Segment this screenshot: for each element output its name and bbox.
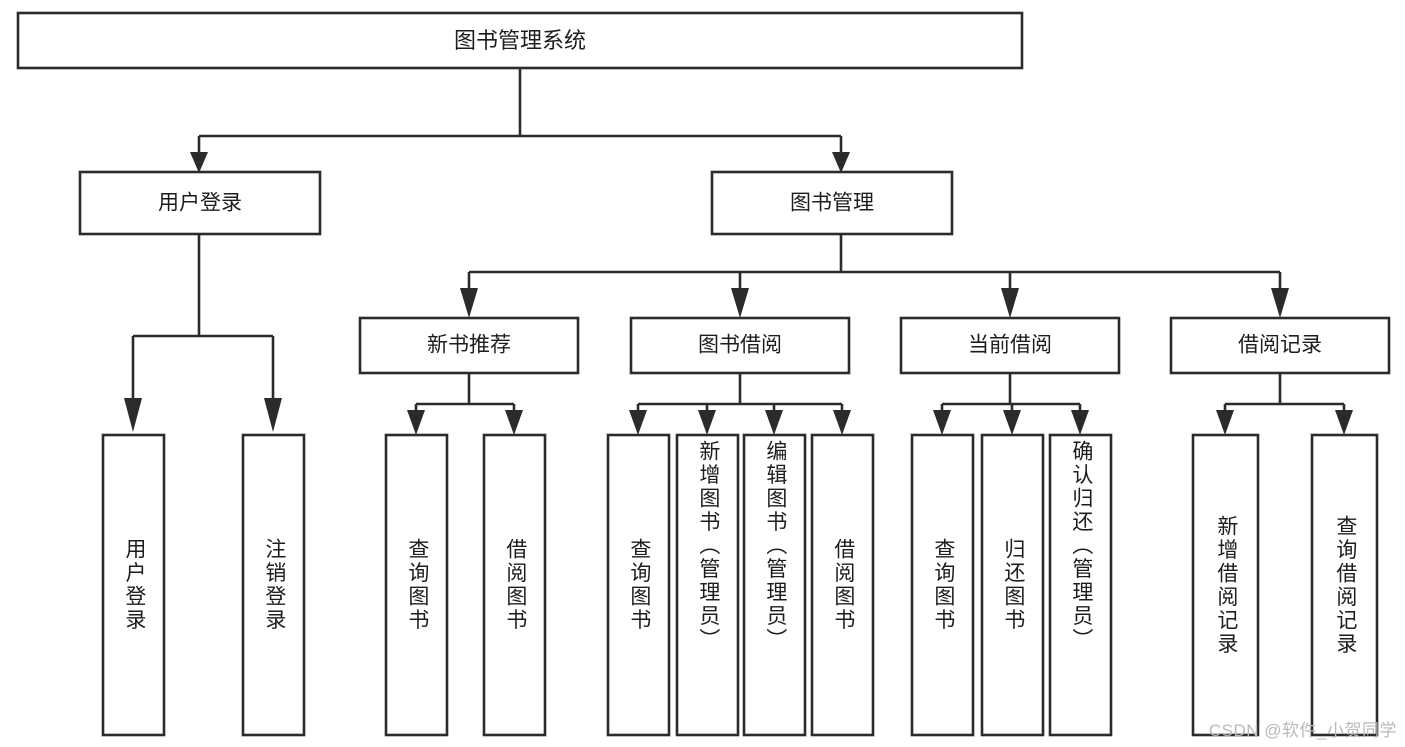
node-leaf-borrow-edit-box[interactable]	[742, 433, 807, 737]
node-new-book-rec[interactable]: 新书推荐	[358, 316, 580, 375]
node-borrow-record-box[interactable]	[1169, 316, 1391, 375]
arrowhead-leaf-current-return	[1003, 410, 1021, 435]
node-new-book-rec-box[interactable]	[358, 316, 580, 375]
node-leaf-user-logout-box[interactable]	[241, 433, 306, 737]
arrowhead-leaf-borrow-lend	[833, 410, 851, 435]
node-leaf-current-return-box[interactable]	[980, 433, 1045, 737]
node-user-login-label: 用户登录	[158, 192, 242, 215]
arrowhead-leaf-borrow-edit	[765, 410, 783, 435]
node-leaf-rec-query-box[interactable]	[384, 433, 449, 737]
arrowhead-leaf-user-logout	[264, 398, 282, 432]
node-leaf-current-query-box[interactable]	[910, 433, 975, 737]
arrowhead-borrow-record	[1271, 288, 1289, 318]
arrowhead-current-borrow	[1001, 288, 1019, 318]
node-leaf-borrow-add-box[interactable]	[675, 433, 740, 737]
arrowhead-leaf-record-query	[1335, 410, 1353, 435]
arrowhead-book-borrow	[731, 288, 749, 318]
node-root-box[interactable]	[16, 11, 1024, 70]
node-current-borrow[interactable]: 当前借阅	[899, 316, 1121, 375]
arrowhead-leaf-user-login	[124, 398, 142, 432]
node-book-borrow-label: 图书借阅	[698, 334, 782, 357]
arrowhead-leaf-borrow-add	[698, 410, 716, 435]
node-leaf-user-login-box[interactable]	[101, 433, 166, 737]
arrowhead-leaf-record-add	[1216, 410, 1234, 435]
arrowhead-book-manage	[832, 152, 850, 173]
arrowhead-leaf-current-confirm	[1071, 410, 1089, 435]
node-book-borrow-box[interactable]	[629, 316, 851, 375]
node-current-borrow-box[interactable]	[899, 316, 1121, 375]
node-book-manage[interactable]: 图书管理	[710, 170, 954, 236]
node-book-borrow[interactable]: 图书借阅	[629, 316, 851, 375]
connector-layer	[124, 68, 1353, 435]
node-user-login-box[interactable]	[78, 170, 322, 236]
arrowhead-new-book-rec	[460, 288, 478, 318]
node-current-borrow-label: 当前借阅	[968, 334, 1052, 357]
node-root[interactable]: 图书管理系统	[16, 11, 1024, 70]
node-leaf-borrow-lend-box[interactable]	[810, 433, 875, 737]
node-leaf-record-add-box[interactable]	[1191, 433, 1260, 737]
node-borrow-record[interactable]: 借阅记录	[1169, 316, 1391, 375]
node-layer: 图书管理系统 用户登录 图书管理 新书推荐 图书借阅 当前	[16, 11, 1391, 737]
node-leaf-borrow-query-box[interactable]	[606, 433, 671, 737]
node-user-login[interactable]: 用户登录	[78, 170, 322, 236]
node-leaf-current-confirm-box[interactable]	[1048, 433, 1113, 737]
node-leaf-rec-borrow-box[interactable]	[482, 433, 547, 737]
arrowhead-leaf-borrow-query	[629, 410, 647, 435]
node-new-book-rec-label: 新书推荐	[427, 334, 511, 357]
arrowhead-user-login	[190, 152, 208, 173]
node-borrow-record-label: 借阅记录	[1238, 334, 1322, 357]
arrowhead-leaf-rec-borrow	[505, 410, 523, 435]
arrowhead-leaf-rec-query	[407, 410, 425, 435]
arrowhead-leaf-current-query	[933, 410, 951, 435]
node-leaf-record-query-box[interactable]	[1310, 433, 1379, 737]
node-book-manage-label: 图书管理	[790, 192, 874, 215]
watermark-text: CSDN @软件_小贺同学	[1208, 721, 1397, 740]
node-root-label: 图书管理系统	[454, 28, 586, 53]
node-book-manage-box[interactable]	[710, 170, 954, 236]
